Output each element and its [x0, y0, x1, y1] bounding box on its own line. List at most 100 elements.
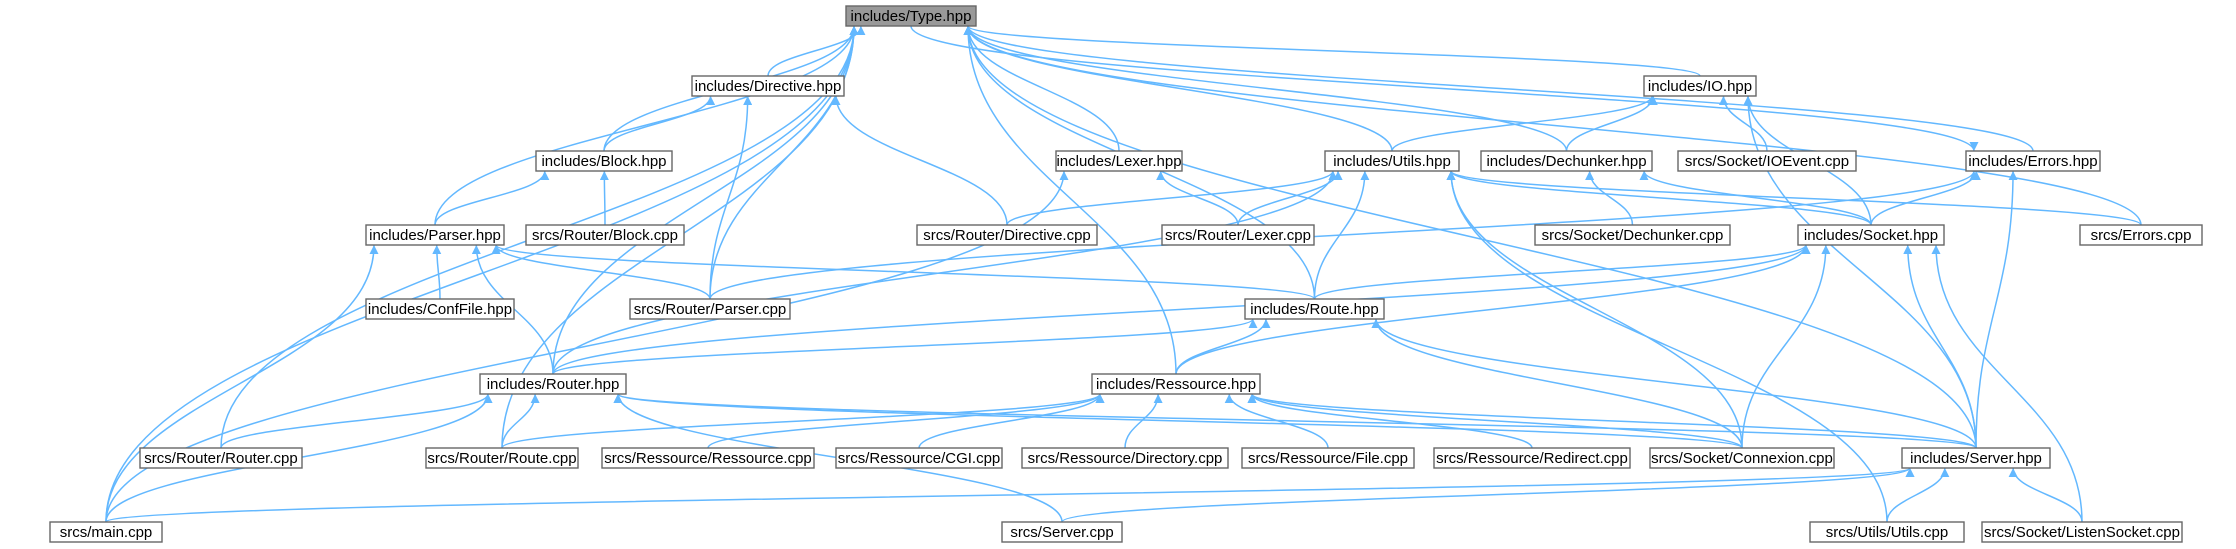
- node-label: includes/Router.hpp: [487, 376, 620, 393]
- edge-socket-listensocket-cpp-to-socket-hpp: [1931, 244, 2083, 523]
- node-box: [629, 298, 791, 320]
- edge-server-hpp-to-type-hpp: [963, 25, 1977, 449]
- node-box: [1797, 224, 1945, 246]
- node-socket-connexion-cpp[interactable]: srcs/Socket/Connexion.cpp: [1649, 447, 1835, 469]
- node-box: [1677, 150, 1857, 172]
- edge-parser-hpp-to-block-hpp: [434, 170, 550, 226]
- edge-router-parser-cpp-to-parser-hpp: [491, 244, 711, 300]
- node-box: [535, 150, 673, 172]
- edge-server-hpp-to-ressource-hpp: [1247, 393, 1977, 449]
- node-label: includes/Server.hpp: [1910, 450, 2042, 467]
- node-io-hpp[interactable]: includes/IO.hpp: [1643, 75, 1757, 97]
- edge-router-hpp-to-socket-hpp: [552, 244, 1811, 375]
- node-route-hpp[interactable]: includes/Route.hpp: [1244, 298, 1385, 320]
- node-ressource-redirect-cpp[interactable]: srcs/Ressource/Redirect.cpp: [1433, 447, 1631, 469]
- node-parser-hpp[interactable]: includes/Parser.hpp: [365, 224, 505, 246]
- node-box: [1965, 150, 2101, 172]
- node-label: includes/Lexer.hpp: [1056, 153, 1181, 170]
- node-label: srcs/Socket/Connexion.cpp: [1651, 450, 1833, 467]
- edge-router-directive-cpp-to-directive-hpp: [831, 95, 1008, 226]
- edge-ressource-cgi-cpp-to-ressource-hpp: [918, 393, 1105, 449]
- node-box: [479, 373, 627, 395]
- node-ressource-cgi-cpp[interactable]: srcs/Ressource/CGI.cpp: [835, 447, 1003, 469]
- edge-main-cpp-to-type-hpp: [105, 25, 859, 523]
- node-label: includes/Parser.hpp: [369, 227, 501, 244]
- node-socket-dechunker-cpp[interactable]: srcs/Socket/Dechunker.cpp: [1534, 224, 1731, 246]
- node-type-hpp[interactable]: includes/Type.hpp: [845, 5, 977, 27]
- node-router-route-cpp[interactable]: srcs/Router/Route.cpp: [425, 447, 579, 469]
- node-box: [1021, 447, 1229, 469]
- node-ressource-hpp[interactable]: includes/Ressource.hpp: [1091, 373, 1261, 395]
- node-router-parser-cpp[interactable]: srcs/Router/Parser.cpp: [629, 298, 791, 320]
- edge-router-hpp-to-route-hpp: [552, 318, 1258, 375]
- node-socket-listensocket-cpp[interactable]: srcs/Socket/ListenSocket.cpp: [1981, 521, 2183, 543]
- edge-ioevent-cpp-to-io-hpp: [1718, 95, 1768, 152]
- node-router-router-cpp[interactable]: srcs/Router/Router.cpp: [139, 447, 303, 469]
- node-label: srcs/Router/Router.cpp: [144, 450, 297, 467]
- node-box: [1244, 298, 1385, 320]
- edge-router-parser-cpp-to-errors-hpp: [709, 170, 1979, 300]
- node-lexer-hpp[interactable]: includes/Lexer.hpp: [1055, 150, 1183, 172]
- edge-dechunker-hpp-to-io-hpp: [1565, 95, 1658, 152]
- edge-main-cpp-to-server-hpp: [105, 467, 1914, 523]
- edge-route-hpp-to-parser-hpp: [491, 244, 1316, 300]
- node-box: [1091, 373, 1261, 395]
- edge-socket-hpp-to-utils-hpp: [1446, 170, 1872, 226]
- node-block-hpp[interactable]: includes/Block.hpp: [535, 150, 673, 172]
- node-label: srcs/Socket/IOEvent.cpp: [1685, 153, 1849, 170]
- node-label: srcs/Socket/ListenSocket.cpp: [1984, 524, 2180, 541]
- node-ioevent-cpp[interactable]: srcs/Socket/IOEvent.cpp: [1677, 150, 1857, 172]
- edge-socket-listensocket-cpp-to-server-hpp: [2008, 467, 2083, 523]
- edge-ressource-ressource-cpp-to-ressource-hpp: [707, 393, 1105, 449]
- edge-router-parser-cpp-to-directive-hpp: [709, 95, 753, 300]
- node-server-hpp[interactable]: includes/Server.hpp: [1901, 447, 2051, 469]
- edge-ressource-directory-cpp-to-ressource-hpp: [1124, 393, 1163, 449]
- node-box: [1981, 521, 2183, 543]
- node-ressource-file-cpp[interactable]: srcs/Ressource/File.cpp: [1241, 447, 1415, 469]
- node-ressource-ressource-cpp[interactable]: srcs/Ressource/Ressource.cpp: [601, 447, 815, 469]
- node-box: [845, 5, 977, 27]
- edge-errors-hpp-to-type-hpp: [963, 25, 2034, 152]
- edge-socket-hpp-to-dechunker-hpp: [1639, 170, 1872, 226]
- node-errors-hpp[interactable]: includes/Errors.hpp: [1965, 150, 2101, 172]
- edge-server-hpp-to-router-hpp: [614, 393, 1977, 449]
- edge-utils-hpp-to-io-hpp: [1391, 95, 1657, 152]
- node-ressource-directory-cpp[interactable]: srcs/Ressource/Directory.cpp: [1021, 447, 1229, 469]
- node-label: includes/Ressource.hpp: [1096, 376, 1256, 393]
- edge-router-lexer-cpp-to-lexer-hpp: [1156, 170, 1239, 226]
- node-router-lexer-cpp[interactable]: srcs/Router/Lexer.cpp: [1161, 224, 1315, 246]
- node-label: srcs/Ressource/Redirect.cpp: [1436, 450, 1628, 467]
- edge-errors-cpp-to-utils-hpp: [1446, 170, 2142, 226]
- edge-main-cpp-to-parser-hpp: [105, 244, 379, 523]
- node-label: includes/ConfFile.hpp: [368, 301, 512, 318]
- node-utils-utils-cpp[interactable]: srcs/Utils/Utils.cpp: [1809, 521, 1965, 543]
- edge-type-hpp-to-errors-hpp: [910, 25, 1979, 152]
- node-dechunker-hpp[interactable]: includes/Dechunker.hpp: [1480, 150, 1653, 172]
- node-directive-hpp[interactable]: includes/Directive.hpp: [691, 75, 845, 97]
- node-router-block-cpp[interactable]: srcs/Router/Block.cpp: [525, 224, 685, 246]
- edge-lexer-hpp-to-type-hpp: [963, 25, 1120, 152]
- edge-main-cpp-to-lexer-hpp: [105, 170, 1069, 523]
- node-conffile-hpp[interactable]: includes/ConfFile.hpp: [365, 298, 515, 320]
- node-label: includes/Dechunker.hpp: [1486, 153, 1646, 170]
- node-errors-cpp[interactable]: srcs/Errors.cpp: [2079, 224, 2203, 246]
- node-label: srcs/Router/Parser.cpp: [634, 301, 787, 318]
- node-box: [365, 298, 515, 320]
- node-box: [1480, 150, 1653, 172]
- edge-server-hpp-to-socket-hpp: [1903, 244, 1977, 449]
- node-server-cpp[interactable]: srcs/Server.cpp: [1001, 521, 1123, 543]
- node-utils-hpp[interactable]: includes/Utils.hpp: [1324, 150, 1460, 172]
- node-router-hpp[interactable]: includes/Router.hpp: [479, 373, 627, 395]
- edge-socket-hpp-to-errors-hpp: [1870, 170, 1981, 226]
- node-main-cpp[interactable]: srcs/main.cpp: [49, 521, 163, 543]
- node-box: [691, 75, 845, 97]
- edge-server-cpp-to-server-hpp: [1061, 467, 1915, 523]
- node-box: [835, 447, 1003, 469]
- node-router-directive-cpp[interactable]: srcs/Router/Directive.cpp: [916, 224, 1098, 246]
- node-box: [2079, 224, 2203, 246]
- edge-block-hpp-to-directive-hpp: [603, 95, 716, 152]
- node-label: srcs/Server.cpp: [1010, 524, 1113, 541]
- node-socket-hpp[interactable]: includes/Socket.hpp: [1797, 224, 1945, 246]
- edge-errors-cpp-to-type-hpp: [963, 25, 2142, 226]
